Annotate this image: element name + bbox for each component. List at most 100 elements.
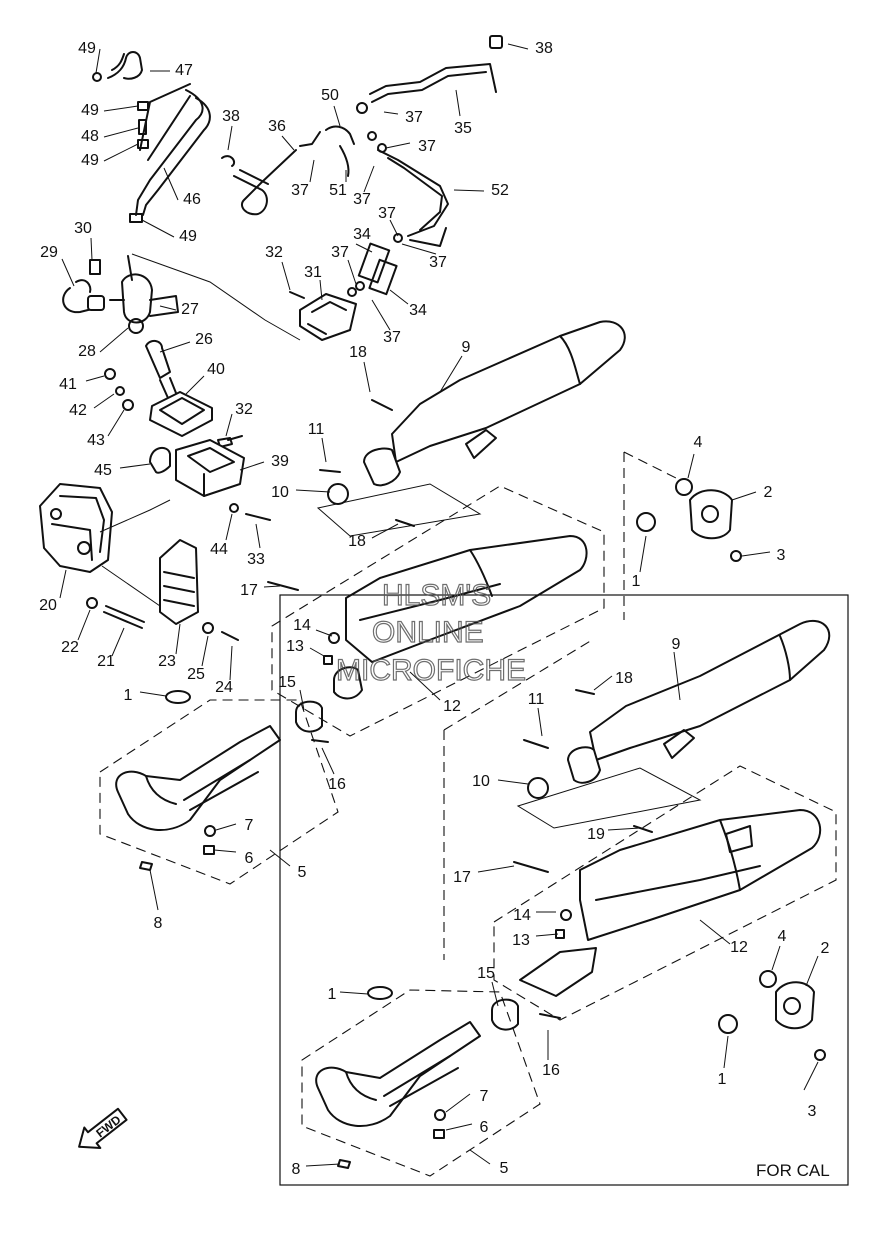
callout-28: 28 bbox=[78, 343, 96, 360]
callout-labels: 4947494849464930292728264041424332453944… bbox=[39, 40, 829, 1178]
callout-44: 44 bbox=[210, 541, 228, 558]
callout-37: 37 bbox=[383, 329, 401, 346]
callout-41: 41 bbox=[59, 376, 77, 393]
hose-group-46-49 bbox=[92, 51, 211, 223]
callout-2: 2 bbox=[821, 940, 830, 957]
callout-50: 50 bbox=[321, 87, 339, 104]
watermark-line-3: MICROFICHE bbox=[336, 654, 526, 687]
callout-12: 12 bbox=[730, 939, 748, 956]
callout-42: 42 bbox=[69, 402, 87, 419]
callout-13: 13 bbox=[512, 932, 530, 949]
callout-43: 43 bbox=[87, 432, 105, 449]
lower-dashed-outlines bbox=[301, 639, 837, 1177]
callout-1: 1 bbox=[124, 687, 133, 704]
callout-2: 2 bbox=[764, 484, 773, 501]
callout-30: 30 bbox=[74, 220, 92, 237]
callout-4: 4 bbox=[694, 434, 703, 451]
callout-14: 14 bbox=[293, 617, 311, 634]
callout-32: 32 bbox=[265, 244, 283, 261]
callout-45: 45 bbox=[94, 462, 112, 479]
reed-valve-31 bbox=[289, 287, 357, 341]
callout-37: 37 bbox=[353, 191, 371, 208]
callout-18: 18 bbox=[348, 533, 366, 550]
callout-16: 16 bbox=[542, 1062, 560, 1079]
callout-37: 37 bbox=[405, 109, 423, 126]
callout-26: 26 bbox=[195, 331, 213, 348]
callout-37: 37 bbox=[378, 205, 396, 222]
callout-14: 14 bbox=[513, 907, 531, 924]
callout-15: 15 bbox=[278, 674, 296, 691]
callout-18: 18 bbox=[615, 670, 633, 687]
callout-34: 34 bbox=[353, 226, 371, 243]
callout-15: 15 bbox=[477, 965, 495, 982]
callout-7: 7 bbox=[245, 817, 254, 834]
callout-27: 27 bbox=[181, 301, 199, 318]
callout-35: 35 bbox=[454, 120, 472, 137]
callout-25: 25 bbox=[187, 666, 205, 683]
watermark-line-2: ONLINE bbox=[372, 616, 484, 649]
callout-49: 49 bbox=[81, 152, 99, 169]
callout-49: 49 bbox=[81, 102, 99, 119]
cover-20-23 bbox=[39, 483, 239, 641]
gasket-group-1-4-upper bbox=[636, 478, 742, 562]
callout-6: 6 bbox=[245, 850, 254, 867]
callout-37: 37 bbox=[291, 182, 309, 199]
callout-9: 9 bbox=[462, 339, 471, 356]
for-cal-note: FOR CAL bbox=[756, 1161, 830, 1180]
for-cal-box bbox=[279, 594, 849, 1186]
muffler-9-lower bbox=[523, 619, 831, 833]
muffler-9-upper bbox=[319, 320, 626, 527]
pipes-35-52 bbox=[221, 35, 503, 296]
callout-22: 22 bbox=[61, 639, 79, 656]
callout-10: 10 bbox=[271, 484, 289, 501]
callout-37: 37 bbox=[331, 244, 349, 261]
leader-lines bbox=[59, 43, 819, 1167]
callout-47: 47 bbox=[175, 62, 193, 79]
watermark-line-1: HLSM'S bbox=[382, 579, 491, 612]
callout-17: 17 bbox=[240, 582, 258, 599]
callout-17: 17 bbox=[453, 869, 471, 886]
callout-29: 29 bbox=[40, 244, 58, 261]
callout-3: 3 bbox=[777, 547, 786, 564]
callout-49: 49 bbox=[179, 228, 197, 245]
callout-31: 31 bbox=[304, 264, 322, 281]
fwd-arrow-icon bbox=[78, 1107, 128, 1149]
callout-51: 51 bbox=[329, 182, 347, 199]
callout-21: 21 bbox=[97, 653, 115, 670]
callout-18: 18 bbox=[349, 344, 367, 361]
callout-12: 12 bbox=[443, 698, 461, 715]
callout-3: 3 bbox=[808, 1103, 817, 1120]
callout-8: 8 bbox=[154, 915, 163, 932]
callout-34: 34 bbox=[409, 302, 427, 319]
callout-6: 6 bbox=[480, 1119, 489, 1136]
callout-39: 39 bbox=[271, 453, 289, 470]
fwd-arrow: FWD bbox=[78, 1107, 128, 1149]
callout-23: 23 bbox=[158, 653, 176, 670]
gasket-group-1-4-lower bbox=[718, 970, 826, 1061]
callout-1: 1 bbox=[328, 986, 337, 1003]
callout-32: 32 bbox=[235, 401, 253, 418]
callout-16: 16 bbox=[328, 776, 346, 793]
callout-5: 5 bbox=[298, 864, 307, 881]
airbox-26-45 bbox=[104, 340, 271, 521]
exhaust-pipe-5-lower bbox=[315, 986, 481, 1169]
callout-13: 13 bbox=[286, 638, 304, 655]
callout-9: 9 bbox=[672, 636, 681, 653]
callout-1: 1 bbox=[632, 573, 641, 590]
callout-19: 19 bbox=[587, 826, 605, 843]
callout-33: 33 bbox=[247, 551, 265, 568]
callout-36: 36 bbox=[268, 118, 286, 135]
callout-49: 49 bbox=[78, 40, 96, 57]
callout-7: 7 bbox=[480, 1088, 489, 1105]
callout-40: 40 bbox=[207, 361, 225, 378]
air-valve-27-30 bbox=[62, 253, 301, 341]
callout-4: 4 bbox=[778, 928, 787, 945]
callout-37: 37 bbox=[418, 138, 436, 155]
callout-11: 11 bbox=[308, 421, 325, 438]
upper-dashed-outlines bbox=[99, 451, 681, 885]
callout-8: 8 bbox=[292, 1161, 301, 1178]
callout-1: 1 bbox=[718, 1071, 727, 1088]
silencer-12-upper bbox=[267, 535, 588, 743]
callout-37: 37 bbox=[429, 254, 447, 271]
